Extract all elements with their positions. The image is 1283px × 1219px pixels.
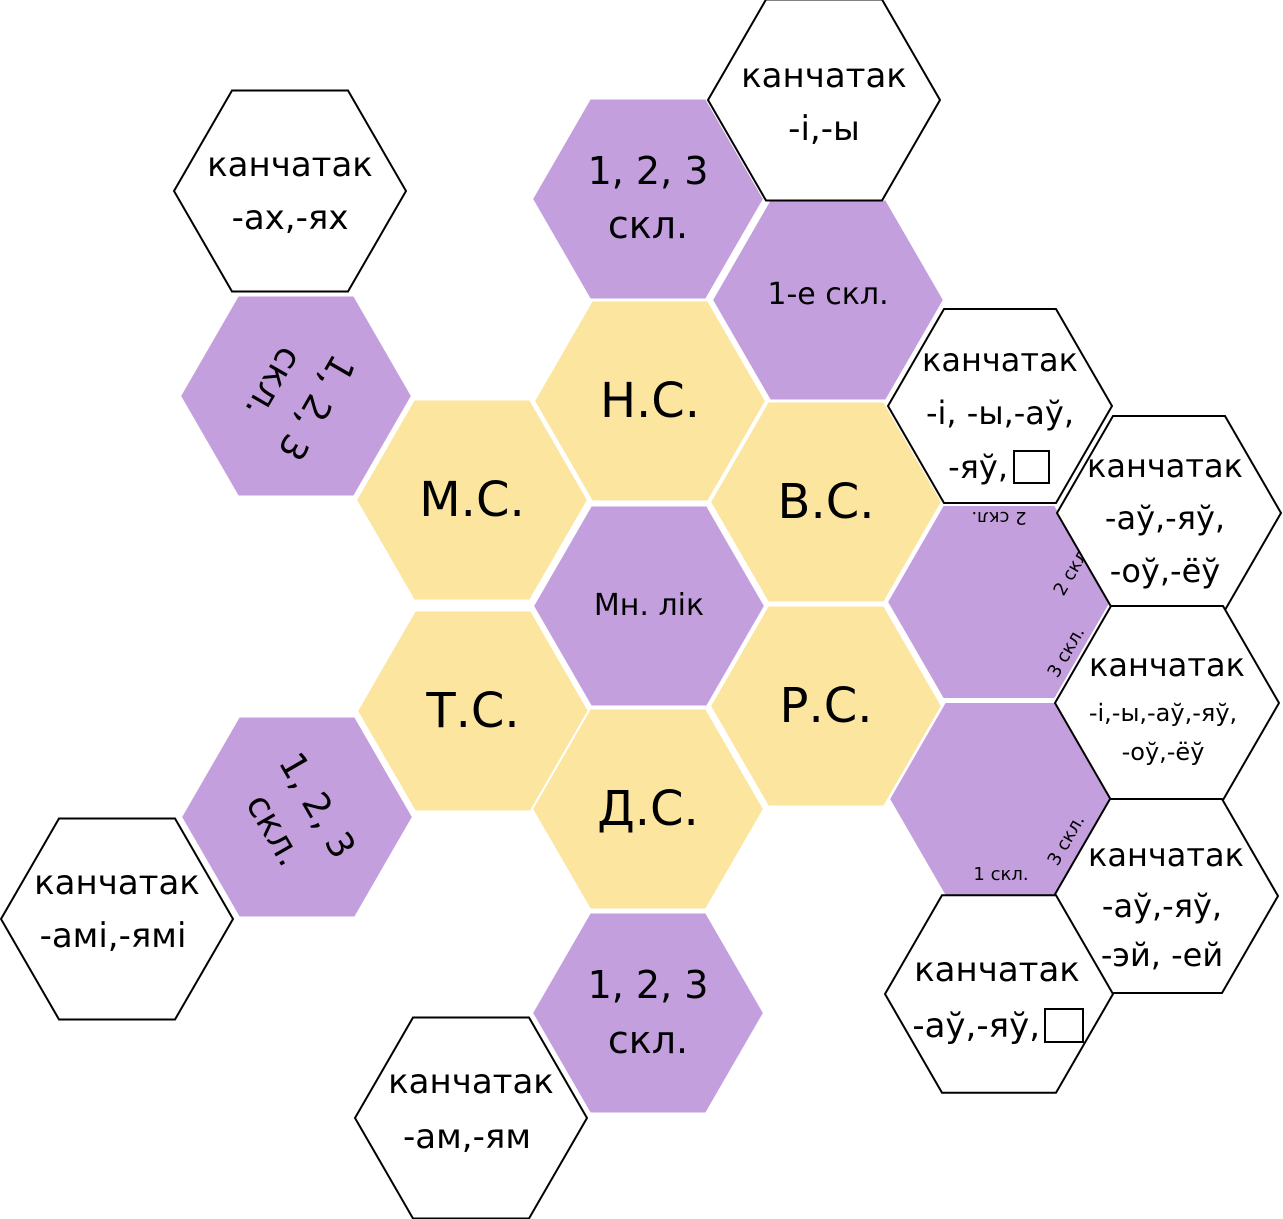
ending-loc-line2: -ах,-ях [232,198,349,238]
hex-shape-ending [886,308,1114,504]
hex-decl-acc: 1-е скл. [710,198,946,402]
hex-decl-ins: 1, 2, 3 скл. [179,715,415,919]
ending-loc-line1: канчатак [207,145,373,185]
decl-dat-line2: скл. [608,1018,688,1062]
hex-ending-gen: канчатак -і,-ы,-аў,-яў, -оў,-ёў [1053,605,1281,801]
hex-decl-loc: 1, 2, 3 скл. [178,294,414,498]
ending-nom-line1: канчатак [741,56,907,96]
hex-case-nom: Н.С. [532,299,768,503]
hex-shape-ending [706,0,942,202]
case-nom-label: Н.С. [600,373,700,429]
hex-shape-declension [530,911,766,1115]
hex-ending-loc: канчатак -ах,-ях [172,89,408,293]
case-dat-label: Д.С. [597,781,699,837]
hex-shape-case [708,400,944,604]
hex-shape-declension [178,294,414,498]
case-loc-label: М.С. [419,472,524,528]
ending-gen3-line1: канчатак [914,950,1080,990]
hex-shape-declension [530,97,766,301]
case-ins-label: Т.С. [425,683,519,739]
case-gen-label: Р.С. [780,678,873,734]
ending-acc-line3: -яў, [948,448,1008,486]
center-label: Мн. лік [594,588,704,623]
hex-ending-gen-3: канчатак -аў,-яў, [883,894,1115,1094]
ending-acc2-line2: -аў,-яў, [1105,499,1225,537]
hex-decl-gen-lower: 3 скл. 1 скл. [887,701,1115,897]
hex-shape-declension [179,715,415,919]
ending-acc2-line3: -оў,-ёў [1110,552,1220,590]
hex-ending-dat: канчатак -ам,-ям [353,1016,589,1219]
ending-gen3-line2: -аў,-яў, [912,1006,1040,1046]
decl-nom-line2: скл. [608,203,688,247]
ending-ins-line1: канчатак [34,863,200,903]
hex-decl-nom: 1, 2, 3 скл. [530,97,766,301]
ending-gen2-line1: канчатак [1088,836,1244,874]
ending-acc-line2: -і, -ы,-аў, [926,394,1074,432]
hex-ending-nom: канчатак -і,-ы [706,0,942,202]
hex-shape-ending [883,894,1115,1094]
case-acc-label: В.С. [778,474,875,530]
ending-acc2-line1: канчатак [1087,447,1243,485]
ending-gen-line3: -оў,-ёў [1122,738,1205,766]
decl-nom-line1: 1, 2, 3 [588,149,709,193]
decl-gen-lower-bottom: 1 скл. [973,864,1028,885]
hex-case-dat: Д.С. [530,707,766,911]
ending-gen2-line3: -эй, -ей [1101,936,1223,974]
ending-dat-line2: -ам,-ям [403,1117,531,1157]
hex-decl-dat: 1, 2, 3 скл. [530,911,766,1115]
hex-shape-case [530,707,766,911]
blank-ending-box-acc [1013,450,1050,484]
ending-gen-line2: -і,-ы,-аў,-яў, [1089,699,1237,727]
hex-case-loc: М.С. [354,398,590,602]
hex-decl-gen-upper: 2 скл. 2 скл. 3 скл. [885,504,1113,700]
hex-case-acc: В.С. [708,400,944,604]
hex-ending-acc-2: канчатак -аў,-яў, -оў,-ёў [1055,415,1283,611]
hex-shape-ending [172,89,408,293]
ending-gen2-line2: -аў,-яў, [1102,887,1222,925]
blank-ending-box-gen [1044,1008,1084,1043]
ending-ins-line2: -амі,-ямі [40,916,187,956]
hex-ending-acc: канчатак -і, -ы,-аў, -яў, [886,308,1114,504]
ending-gen-line1: канчатак [1089,646,1245,684]
hex-shape-ending [353,1016,589,1219]
hex-ending-ins: канчатак -амі,-ямі [0,817,235,1021]
ending-nom-line2: -і,-ы [788,109,860,149]
ending-acc-line1: канчатак [922,341,1078,379]
hex-shape-case [354,398,590,602]
hex-shape-ending [0,817,235,1021]
hex-case-gen: Р.С. [708,604,944,808]
hex-shape-declension [531,504,767,708]
decl-dat-line1: 1, 2, 3 [588,963,709,1007]
decl-gen-upper-top: 2 скл. [971,507,1026,528]
hex-shape-case [532,299,768,503]
decl-acc-label: 1-е скл. [767,277,888,312]
hex-case-ins: Т.С. [355,609,591,813]
ending-dat-line1: канчатак [388,1062,554,1102]
hex-center-plural: Мн. лік [531,504,767,708]
